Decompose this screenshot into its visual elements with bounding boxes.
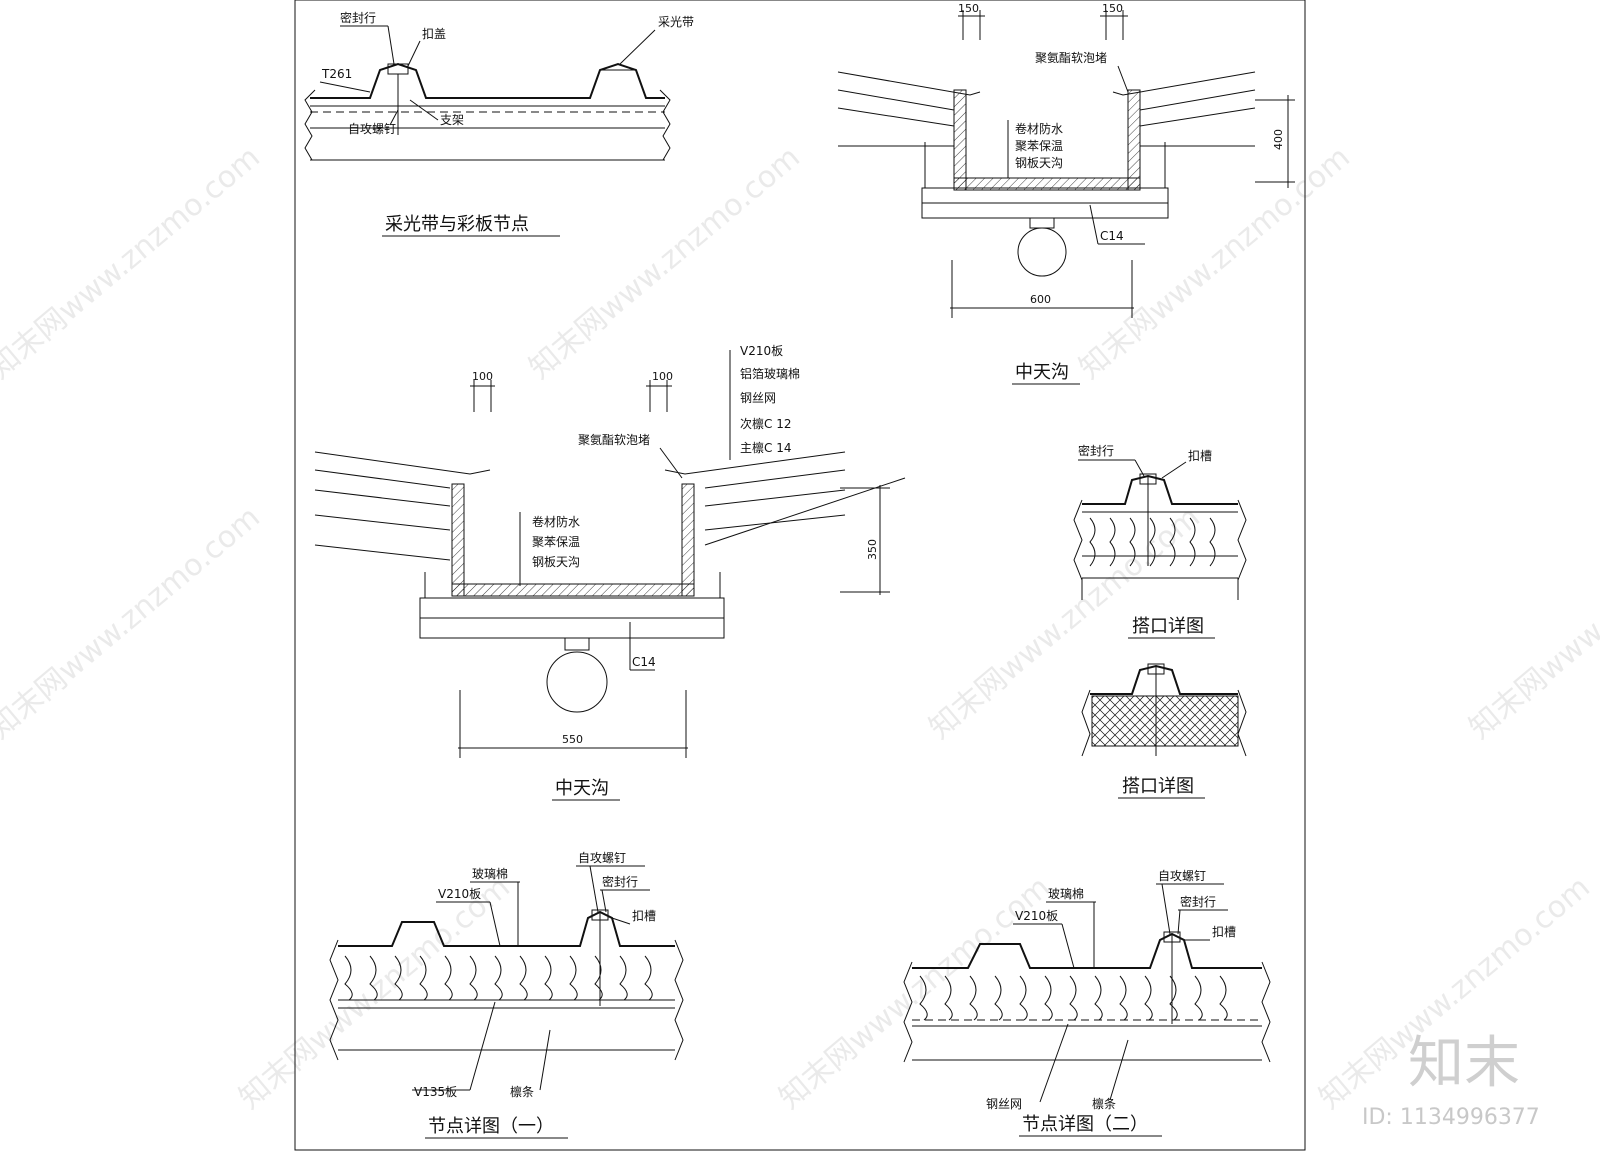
label-purlin1: 主檩C 14 xyxy=(740,440,791,455)
label-bracket: 支架 xyxy=(440,113,464,127)
detail-skylight: 密封行 扣盖 采光带 T261 自攻螺钉 支架 采光带与彩板节点 xyxy=(304,10,694,237)
label-gutter: 钢板天沟 xyxy=(532,555,580,569)
detail-gutter-mid: 100 100 350 550 V210板 铝箔玻璃棉 钢丝网 次檩C 12 主… xyxy=(314,344,906,801)
label-channel: C14 xyxy=(1100,229,1124,243)
label-mesh: 钢丝网 xyxy=(986,1097,1022,1111)
label-gutter: 钢板天沟 xyxy=(1015,156,1063,170)
watermark: 知末网www.znzmo.com xyxy=(1073,140,1357,386)
label-groove: 扣槽 xyxy=(1212,925,1236,939)
label-wool: 玻璃棉 xyxy=(472,867,508,881)
label-insulation: 聚苯保温 xyxy=(532,535,580,549)
label-cap: 扣盖 xyxy=(422,27,446,41)
label-panel-t261: T261 xyxy=(321,67,352,81)
label-skylight: 采光带 xyxy=(658,15,694,29)
detail-title-gutter-mid: 中天沟 xyxy=(555,778,609,799)
detail-title-node-1: 节点详图（一） xyxy=(428,1116,554,1137)
label-insulation: 聚苯保温 xyxy=(1015,139,1063,153)
detail-lap-upper: 密封行 扣槽 搭口详图 xyxy=(1073,443,1247,639)
detail-node-2: 自攻螺钉 玻璃棉 密封行 V210板 扣槽 钢丝网 檩条 节点详图（二） xyxy=(903,869,1271,1137)
detail-gutter-top: 150 150 400 600 聚氨酯软泡堵 卷材防水 聚苯保温 钢板天沟 C1… xyxy=(837,2,1295,385)
dim-width: 600 xyxy=(1030,293,1051,306)
watermark-layer: 知末网www.znzmo.com 知末网www.znzmo.com 知末网www… xyxy=(0,140,1600,1116)
label-groove: 扣槽 xyxy=(632,909,656,923)
label-panel: V210板 xyxy=(1015,909,1058,923)
image-id: ID: 1134996377 xyxy=(1362,1105,1540,1130)
label-membrane: 卷材防水 xyxy=(532,514,580,529)
label-purlin2: 次檩C 12 xyxy=(740,416,791,431)
label-foam: 聚氨酯软泡堵 xyxy=(578,433,650,447)
dim-right: 150 xyxy=(1102,2,1123,15)
detail-title-lap-upper: 搭口详图 xyxy=(1132,616,1204,637)
dim-right: 100 xyxy=(652,370,673,383)
label-sealant: 密封行 xyxy=(602,874,638,889)
label-panel: V210板 xyxy=(740,344,783,358)
detail-title-lap-lower: 搭口详图 xyxy=(1122,776,1194,797)
label-screw: 自攻螺钉 xyxy=(348,122,396,136)
watermark: 知末网www.znzmo.com xyxy=(0,140,267,386)
dim-height: 400 xyxy=(1272,129,1285,150)
label-purlin: 檩条 xyxy=(1092,1096,1116,1111)
label-mesh: 钢丝网 xyxy=(740,391,776,405)
label-screw: 自攻螺钉 xyxy=(1158,869,1206,883)
dim-left: 150 xyxy=(958,2,979,15)
label-purlin: 檩条 xyxy=(510,1084,534,1099)
label-bottom-panel: V135板 xyxy=(414,1085,457,1099)
detail-lap-lower: 搭口详图 xyxy=(1081,663,1247,799)
watermark: 知末网www.znzmo.com xyxy=(233,870,517,1116)
dim-height: 350 xyxy=(866,539,879,560)
detail-title-skylight: 采光带与彩板节点 xyxy=(385,214,529,235)
label-panel: V210板 xyxy=(438,887,481,901)
watermark: 知末网www.znzmo.com xyxy=(0,500,267,746)
sheet-frame xyxy=(294,0,1306,1151)
dim-width: 550 xyxy=(562,733,583,746)
label-wool: 玻璃棉 xyxy=(1048,887,1084,901)
label-foam: 聚氨酯软泡堵 xyxy=(1035,51,1107,65)
detail-title-node-2: 节点详图（二） xyxy=(1022,1114,1148,1135)
label-wool: 铝箔玻璃棉 xyxy=(740,366,800,381)
detail-title-gutter-top: 中天沟 xyxy=(1015,362,1069,383)
watermark: 知末网www.znzmo.com xyxy=(773,870,1057,1116)
brand-logo: 知末 xyxy=(1408,1031,1520,1096)
dim-left: 100 xyxy=(472,370,493,383)
label-membrane: 卷材防水 xyxy=(1015,121,1063,136)
detail-node-1: 自攻螺钉 玻璃棉 密封行 V210板 扣槽 V135板 檩条 节点详图（一） xyxy=(329,851,684,1139)
label-groove: 扣槽 xyxy=(1188,449,1212,463)
label-channel: C14 xyxy=(632,655,656,669)
label-screw: 自攻螺钉 xyxy=(578,851,626,865)
label-sealant: 密封行 xyxy=(340,10,376,25)
label-sealant: 密封行 xyxy=(1180,894,1216,909)
label-sealant: 密封行 xyxy=(1078,443,1114,458)
watermark: 知末网www.znzmo.com xyxy=(1463,500,1600,746)
